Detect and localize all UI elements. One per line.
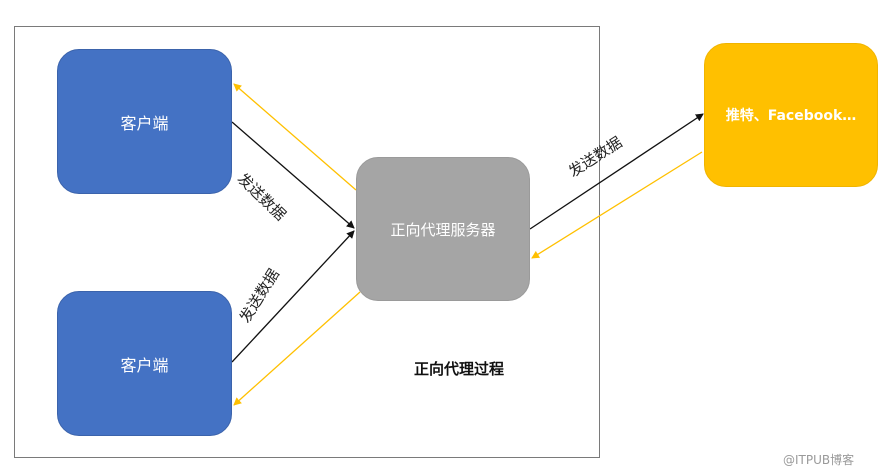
response-arrow-target-to-proxy bbox=[531, 151, 703, 259]
forward-proxy-server-label: 正向代理服务器 bbox=[390, 220, 496, 239]
forward-proxy-server-node: 正向代理服务器 bbox=[356, 157, 530, 301]
diagram-caption: 正向代理过程 bbox=[414, 360, 505, 378]
target-site-label: 推特、Facebook… bbox=[725, 108, 857, 124]
response-arrow-proxy-to-client-bottom bbox=[233, 291, 361, 406]
client-node-bottom-label: 客户端 bbox=[120, 355, 169, 375]
request-arrow-client-bottom-to-proxy bbox=[231, 230, 355, 363]
request-arrow-proxy-to-target bbox=[529, 113, 704, 230]
client-node-bottom: 客户端 bbox=[57, 291, 232, 436]
client-node-top-label: 客户端 bbox=[120, 113, 169, 133]
proxy-boundary-frame bbox=[14, 26, 600, 458]
target-site-node: 推特、Facebook… bbox=[704, 43, 878, 187]
client-node-top: 客户端 bbox=[57, 49, 232, 194]
watermark: @ITPUB博客 bbox=[783, 453, 855, 467]
request-arrow-client-top-to-proxy bbox=[231, 121, 355, 229]
response-arrow-proxy-to-client-top bbox=[233, 83, 357, 191]
